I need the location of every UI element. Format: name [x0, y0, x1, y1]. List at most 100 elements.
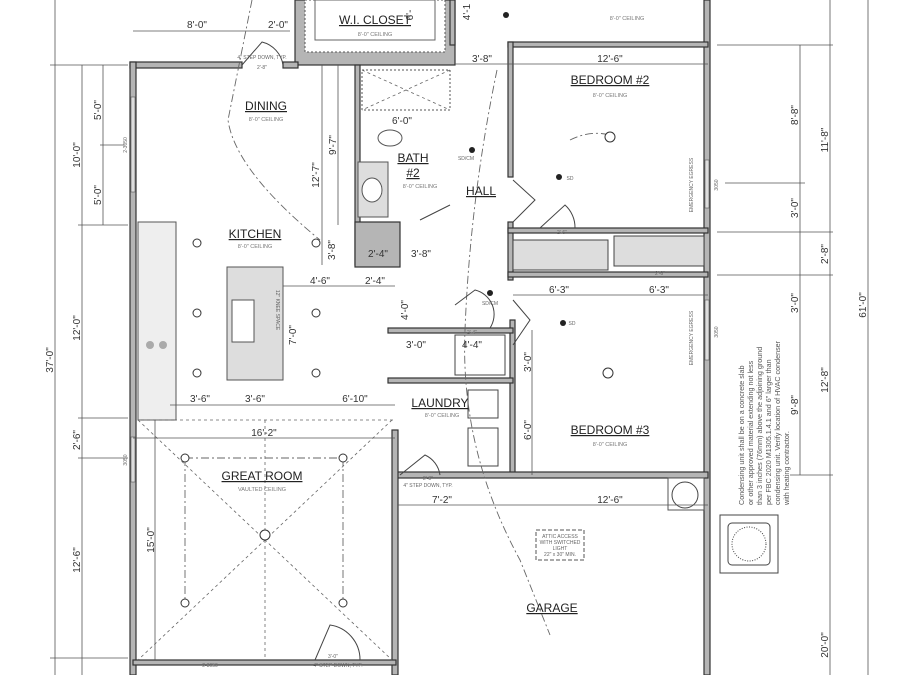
- dimension-label: 2'-8": [820, 244, 831, 264]
- dimension-label: 4'-4": [462, 340, 482, 351]
- dimension-label: 2'-8": [423, 476, 433, 482]
- door-swings: [241, 41, 576, 661]
- step-down-note: 4" STEP DOWN, TYP.: [403, 483, 452, 489]
- dimension-label: 2'-0": [268, 20, 288, 31]
- walls: [129, 0, 779, 675]
- note-line: per FBC 2020 M1305.1.4.1 and 6" larger t…: [764, 359, 773, 505]
- dimension-label: 20'-0": [820, 632, 831, 658]
- dimension-label: 3'-0": [790, 198, 801, 218]
- attic-note-line: WITH SWITCHED: [540, 540, 581, 546]
- window-tag: 2-3050: [202, 663, 218, 669]
- left-dimension-lines: [50, 0, 128, 675]
- dimension-label: 3'-8": [411, 249, 431, 260]
- dimension-label: 12'-6": [597, 54, 623, 65]
- ceiling-note: 8'-0" CEILING: [593, 442, 628, 448]
- dimension-label: 2'-4": [365, 276, 385, 287]
- smoke-detector-label: SD: [567, 176, 574, 182]
- ceiling-note: VAULTED CEILING: [238, 487, 286, 493]
- dimension-label: 7'-2": [432, 495, 452, 506]
- dimension-label: 2'-4": [467, 330, 477, 336]
- smoke-detector-label: SD/CM: [482, 301, 498, 307]
- smoke-detector-label: SD: [569, 321, 576, 327]
- ceiling-note: 8'-0" CEILING: [358, 32, 393, 38]
- smoke-detector-label: SD/CM: [458, 156, 474, 162]
- window-tag: 3050: [714, 326, 720, 337]
- washer-icon: [467, 389, 499, 419]
- sink-icon: [231, 299, 255, 343]
- room-label-hall: HALL: [466, 184, 496, 198]
- dimension-label: 7'-0": [288, 325, 299, 345]
- egress-note: EMERGENCY EGRESS: [689, 157, 695, 212]
- condenser-note: Condensing unit shall be on a concrete s…: [737, 340, 791, 506]
- great-room-ceiling: [137, 419, 395, 661]
- dimension-label: 12'-8": [820, 367, 831, 393]
- dimension-label: 2'-6": [72, 430, 83, 450]
- dimension-label: 3'-6": [190, 394, 210, 405]
- fan-icon: [731, 526, 767, 562]
- note-line: than 3 inches (76mm) above the adjoining…: [755, 347, 764, 505]
- window-tag: 2-3050: [123, 137, 129, 153]
- note-line: or other approved material extending not…: [746, 360, 755, 505]
- room-label-great-room: GREAT ROOM: [222, 469, 303, 483]
- dimension-label: 5'-0": [93, 100, 104, 120]
- room-label-garage: GARAGE: [526, 601, 577, 615]
- step-down-note: 4" STEP DOWN, TYP.: [313, 663, 362, 669]
- dimension-label: 4'-0": [400, 300, 411, 320]
- dimension-label: 4'-6": [310, 276, 330, 287]
- dimension-label: 37'-0": [45, 347, 56, 373]
- dimension-label: 6'-0": [392, 116, 412, 127]
- step-down-note: 4" STEP DOWN, TYP.: [237, 55, 286, 61]
- water-heater-icon: [671, 481, 699, 509]
- dryer-icon: [467, 427, 499, 467]
- dimension-label: 4'-1: [462, 3, 473, 20]
- dimension-label: 9'-8": [790, 395, 801, 415]
- ceiling-note: 8'-0" CEILING: [249, 117, 284, 123]
- room-label-kitchen: KITCHEN: [229, 227, 282, 241]
- room-label-wi-closet: W.I. CLOSET: [339, 13, 412, 27]
- window-tag: 3050: [714, 179, 720, 190]
- dimension-label: 12'-6": [72, 547, 83, 573]
- dimension-label: 61'-0": [858, 292, 869, 318]
- lavatory-icon: [361, 177, 383, 203]
- room-label-bath: BATH: [397, 151, 428, 165]
- dimension-label: 2'-6": [557, 230, 567, 236]
- room-label-dining: DINING: [245, 99, 287, 113]
- dimension-label: 5'-0": [93, 185, 104, 205]
- dimension-label: 3'-8": [472, 54, 492, 65]
- dimension-label: 12'-0": [72, 315, 83, 341]
- dimension-label: 3'-0": [790, 293, 801, 313]
- dimension-label: 3'-8": [327, 240, 338, 260]
- right-dimension-lines: [717, 0, 869, 675]
- dimension-label: 10'-0": [72, 142, 83, 168]
- ceiling-note: 8'-0" CEILING: [593, 93, 628, 99]
- dimension-label: 6'-3": [549, 285, 569, 296]
- knee-space-note: 12" KNEE SPACE: [274, 290, 280, 331]
- ceiling-note: 8'-0" CEILING: [238, 244, 273, 250]
- dimension-label: 2'-4": [368, 249, 388, 260]
- dimension-label: 11'-8": [820, 127, 831, 152]
- dimension-label: 2'-8": [257, 65, 267, 71]
- dimension-label: 6'-10": [342, 394, 368, 405]
- note-line: condensing unit. Verify location of HVAC…: [773, 340, 782, 505]
- room-label-bedroom-2: BEDROOM #2: [571, 73, 650, 87]
- note-line: Condensing unit shall be on a concrete s…: [737, 366, 746, 505]
- dimension-label: 8'-8": [790, 105, 801, 125]
- dimension-label: 16'-2": [251, 428, 277, 439]
- dimensions: 8'-0" 2'-0" 2'-8" 6'- 4'-1 3'-8" 12'-6" …: [45, 3, 869, 660]
- egress-note: EMERGENCY EGRESS: [689, 310, 695, 365]
- dimension-label: 12'-6": [597, 495, 623, 506]
- ceiling-note: 8'-0" CEILING: [403, 184, 438, 190]
- dimension-label: 6'-0": [523, 420, 534, 440]
- toilet-icon: [377, 129, 403, 147]
- dimension-label: 3'-0": [328, 654, 338, 660]
- dimension-label: 12'-7": [311, 162, 322, 188]
- room-label-bath-number: #2: [406, 166, 420, 180]
- dimension-label: 3'-6": [245, 394, 265, 405]
- dimension-label: 3'-0": [406, 340, 426, 351]
- dimension-label: 3'-0": [523, 352, 534, 372]
- room-label-bedroom-3: BEDROOM #3: [571, 423, 650, 437]
- attic-note-line: 22" x 30" MIN.: [544, 552, 576, 558]
- room-label-laundry: LAUNDRY: [411, 396, 468, 410]
- note-line: with heating contractor.: [782, 431, 791, 506]
